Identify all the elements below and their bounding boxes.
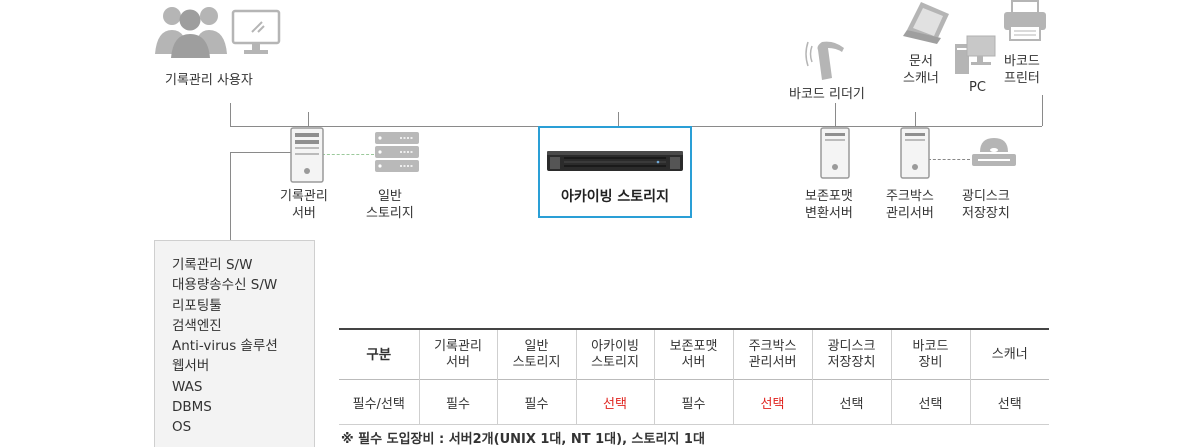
table-cell: 선택 xyxy=(575,379,654,425)
list-item: 리포팅툴 xyxy=(172,297,222,314)
drop-archiving xyxy=(618,112,619,126)
list-item: 대용량송수신 S/W xyxy=(172,277,278,294)
records-user-label: 기록관리 사용자 xyxy=(165,73,253,88)
table-cell: 필수 xyxy=(496,379,576,425)
table-cell: 선택 xyxy=(732,379,812,425)
monitor-icon xyxy=(231,9,281,54)
users-icon xyxy=(155,7,227,58)
link-software xyxy=(230,152,300,153)
pc-label: PC xyxy=(969,80,986,95)
table-cell: 필수 xyxy=(653,379,733,425)
printer-icon xyxy=(1004,0,1046,41)
barcode-reader-label: 바코드 리더기 xyxy=(789,87,865,102)
barcode-scanner-icon xyxy=(805,41,844,80)
list-item: 웹서버 xyxy=(172,358,210,375)
server-tower-icon xyxy=(290,127,324,183)
pc-icon xyxy=(955,35,996,74)
drop-conversion xyxy=(835,112,836,126)
table-header: 스캐너 xyxy=(969,329,1049,380)
list-item: WAS xyxy=(172,378,203,395)
archiving-storage-box[interactable]: 아카이빙 스토리지 xyxy=(538,126,692,218)
table-cell: 선택 xyxy=(811,379,891,425)
archiving-storage-label: 아카이빙 스토리지 xyxy=(561,189,669,205)
table-cell: 선택 xyxy=(969,379,1049,425)
drop-jukebox xyxy=(915,112,916,126)
link-optical xyxy=(928,159,970,160)
list-item: DBMS xyxy=(172,399,212,416)
table-cell: 필수 xyxy=(418,379,497,425)
list-item: OS xyxy=(172,419,192,436)
server-tower-icon xyxy=(820,127,850,179)
note-text: ※ 필수 도입장비 : 서버2개(UNIX 1대, NT 1대), 스토리지 1… xyxy=(341,432,705,447)
link-software-vert xyxy=(230,152,231,240)
table-cell: 필수/선택 xyxy=(339,379,419,425)
drop-records-server xyxy=(308,112,309,126)
server-tower-icon xyxy=(900,127,930,179)
storage-unit-icon xyxy=(375,132,419,172)
optical-drive-icon xyxy=(972,138,1016,166)
list-item: Anti-virus 솔루션 xyxy=(172,338,278,355)
table-row: 필수/선택 필수 필수 선택 필수 선택 선택 선택 선택 xyxy=(339,379,1049,425)
rack-storage-icon xyxy=(547,151,683,171)
table-header: 구분 xyxy=(366,346,392,363)
list-item: 검색엔진 xyxy=(172,317,222,334)
link-general-storage xyxy=(322,154,374,155)
software-list: 기록관리 S/W 대용량송수신 S/W 리포팅툴 검색엔진 Anti-virus… xyxy=(154,240,315,447)
list-item: 기록관리 S/W xyxy=(172,257,253,273)
drop-user xyxy=(230,103,231,126)
flatbed-scanner-icon xyxy=(903,2,949,44)
table-cell: 선택 xyxy=(890,379,970,425)
drop-pc xyxy=(1042,95,1043,126)
